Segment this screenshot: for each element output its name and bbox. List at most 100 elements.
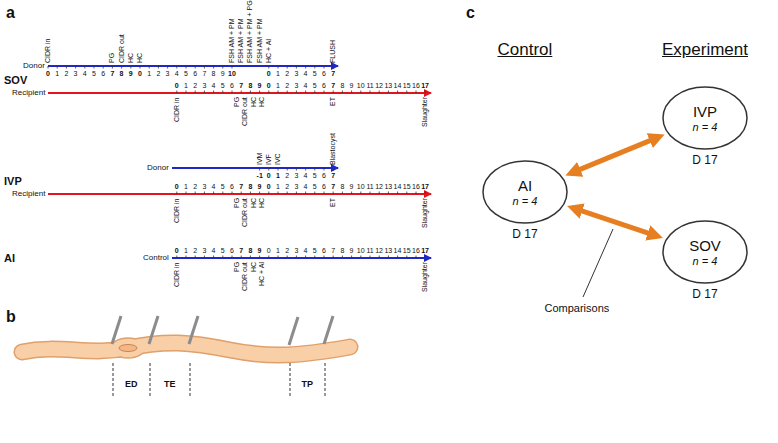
needle [289, 317, 298, 345]
tick-mark [360, 91, 361, 94]
tick-mark [112, 66, 113, 69]
day-number: -1 [257, 172, 263, 180]
day-number: 9 [258, 183, 262, 191]
day-number: 0 [267, 247, 271, 255]
tick-mark [425, 192, 426, 195]
tick-mark [186, 66, 187, 69]
tick-mark [333, 192, 334, 195]
event-label: ET [329, 198, 337, 207]
day-number: 3 [202, 82, 206, 90]
day-number: 0 [46, 70, 50, 78]
day-number: 17 [421, 183, 429, 191]
ellipse-shape [483, 161, 567, 223]
divider [150, 363, 151, 398]
day-number: 17 [421, 82, 429, 90]
tick-mark [222, 256, 223, 259]
column-heading: Control [498, 40, 553, 60]
tick-mark [195, 66, 196, 69]
day-number: 5 [313, 82, 317, 90]
day-number: 8 [212, 70, 216, 78]
tick-mark [296, 192, 297, 195]
tick-mark [278, 168, 279, 171]
day-number: 7 [202, 70, 206, 78]
tick-mark [324, 66, 325, 69]
needle [149, 316, 158, 344]
tick-mark [48, 66, 49, 69]
sample-size: n = 4 [513, 195, 538, 208]
day-number: 9 [258, 82, 262, 90]
day-number: 10 [357, 183, 365, 191]
tick-mark [397, 91, 398, 94]
day-number: 1 [276, 183, 280, 191]
donor-timeline [48, 65, 338, 67]
tick-mark [314, 192, 315, 195]
tick-mark [379, 256, 380, 259]
day-number: 6 [322, 183, 326, 191]
day-number: 5 [313, 70, 317, 78]
tick-mark [268, 168, 269, 171]
divider [325, 363, 326, 398]
tick-mark [130, 66, 131, 69]
tick-mark [149, 66, 150, 69]
tick-mark [204, 192, 205, 195]
day-number: 12 [375, 183, 383, 191]
tick-mark [324, 256, 325, 259]
day-number: 2 [285, 247, 289, 255]
day-number: 11 [367, 247, 374, 255]
event-label: HC [250, 97, 258, 107]
event-label: PG [233, 97, 241, 107]
day-number: 10 [357, 82, 365, 90]
comparison-arrow [577, 209, 654, 235]
day-number: 2 [64, 70, 68, 78]
tick-mark [57, 66, 58, 69]
tick-mark [268, 66, 269, 69]
event-label: HC [250, 262, 258, 272]
tick-mark [268, 91, 269, 94]
uterus-illustration [22, 316, 350, 398]
tick-mark [342, 91, 343, 94]
segment-dividers [113, 363, 325, 398]
tick-mark [259, 168, 260, 171]
day-number: 7 [110, 70, 114, 78]
donor-timeline [172, 167, 338, 169]
group-name: AI [518, 177, 532, 195]
divider [290, 363, 291, 398]
day-number: 7 [331, 183, 335, 191]
event-label: Slaughter [421, 262, 429, 292]
day-number: 4 [304, 70, 308, 78]
tick-mark [222, 192, 223, 195]
tick-mark [333, 66, 334, 69]
event-label: HC [136, 53, 144, 63]
event-label: Slaughter [421, 97, 429, 127]
day-number: 8 [340, 183, 344, 191]
day-number: 6 [322, 82, 326, 90]
tick-mark [204, 66, 205, 69]
day-number: 3 [202, 183, 206, 191]
day-ticks [48, 66, 425, 258]
event-label: FSH AM + PM [256, 18, 264, 63]
day-number: 4 [212, 183, 216, 191]
tick-mark [425, 256, 426, 259]
event-label: CIDR in [173, 97, 181, 122]
day-number: 3 [166, 70, 170, 78]
tick-mark [314, 168, 315, 171]
day-number: 1 [184, 82, 188, 90]
day-number: 0 [267, 172, 271, 180]
day-label: D 17 [662, 153, 748, 167]
event-label: IVM [256, 153, 264, 165]
tick-mark [186, 192, 187, 195]
tick-mark [360, 256, 361, 259]
tick-mark [416, 91, 417, 94]
tick-mark [296, 66, 297, 69]
event-label: ET [329, 97, 337, 106]
sample-size: n = 4 [693, 121, 718, 134]
event-label: Slaughter [421, 198, 429, 228]
tick-mark [314, 66, 315, 69]
event-label: HC [258, 198, 266, 208]
day-number: 2 [193, 82, 197, 90]
tick-mark [351, 256, 352, 259]
day-number: 1 [147, 70, 151, 78]
tick-mark [195, 256, 196, 259]
tick-mark [158, 66, 159, 69]
